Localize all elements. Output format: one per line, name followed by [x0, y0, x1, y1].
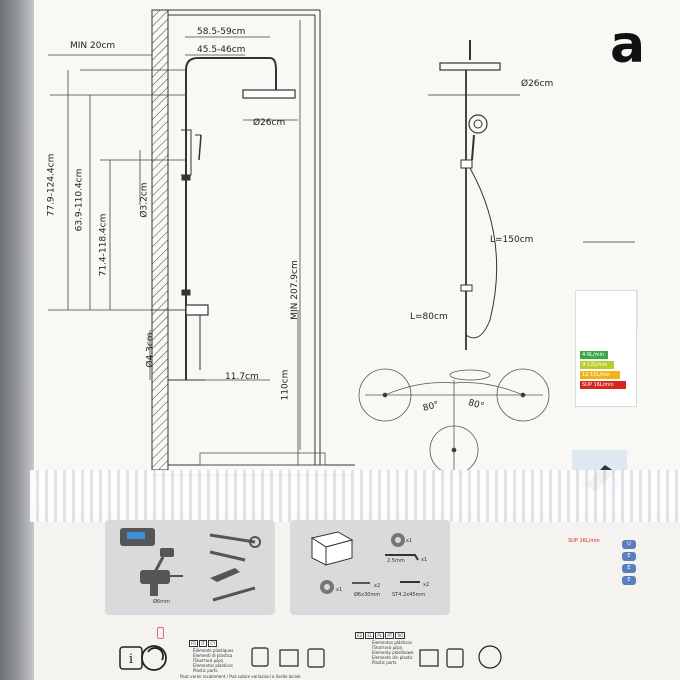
side-tab-3: E: [622, 564, 636, 573]
width1-label: 58.5-59cm: [197, 27, 246, 37]
drill-size-label: Ø6mm: [153, 599, 170, 605]
flow-band-2: 9-12L/min: [580, 361, 614, 369]
left-background: [0, 0, 34, 680]
side-tab-1: U: [622, 540, 636, 549]
parts-panel: x1 2.5mm x1 x1 x2 x2 Ø6x30mm ST4.2x45mm: [290, 520, 450, 615]
plug-size-label: Ø6x30mm: [354, 592, 381, 598]
valve-projection-label: 11.7cm: [225, 372, 259, 382]
anchor-qty: x2: [374, 583, 381, 589]
hex-size-label: 2.5mm: [387, 558, 405, 564]
pliers-icon: [209, 550, 246, 562]
flow-band-4: SUP 16L/min: [580, 381, 626, 389]
svg-text:i: i: [129, 652, 133, 667]
hose-length-label: L=150cm: [490, 235, 534, 245]
washer-qty: x1: [406, 538, 413, 544]
recycling-text-b: Elementos plásticos Πλαστικά μέρη Elemen…: [372, 640, 414, 665]
shower-column-side: [168, 57, 296, 381]
shower-column-front: [428, 40, 520, 350]
hammer-icon: [153, 548, 174, 573]
wall-plug-icon: [320, 580, 334, 594]
tools-panel: Ø6mm: [105, 520, 275, 615]
right-head-diameter-label: Ø26cm: [521, 79, 554, 89]
dimension-lines: [48, 20, 301, 465]
head-diameter-label: Ø26cm: [253, 118, 286, 128]
side-tab-2: E: [622, 552, 636, 561]
toolbox-icon: [120, 528, 155, 546]
side-tabs: U E E E: [622, 540, 636, 588]
bag-icon: [251, 647, 269, 667]
box-recycle-icon: [279, 649, 299, 667]
screw-size-label: ST4.2x45mm: [392, 592, 426, 598]
flow-band-3: 12-15L/min: [580, 371, 620, 379]
wrench-icon: [209, 533, 261, 548]
box-recycle-icon-2: [419, 649, 439, 667]
flow-band-1: 4-9L/min: [580, 351, 608, 359]
width2-label: 45.5-46cm: [197, 45, 246, 55]
recycling-text-a: Éléments plastiques Elementi di plastica…: [193, 648, 234, 673]
technical-drawing-area: [34, 0, 680, 475]
recycling-flags-a: FR IT CY: [189, 640, 218, 647]
drill-icon: [140, 570, 183, 596]
knife-icon: [210, 568, 240, 582]
bar-length-label: L=80cm: [410, 312, 448, 322]
tidyman-icon: [478, 645, 502, 669]
sup-label-lower: SUP 16L/min: [568, 538, 600, 544]
hex-qty: x1: [421, 557, 428, 563]
recycle-icon: [141, 645, 167, 671]
washer-icon: [391, 533, 405, 547]
red-mark: [157, 627, 164, 639]
recycling-note-a: Peut varier localement / Può subire vari…: [180, 674, 301, 679]
package-icon: [310, 531, 354, 566]
brand-logo: a: [610, 15, 646, 75]
plug-qty: x1: [336, 587, 343, 593]
pencil-icon: [212, 586, 256, 602]
side-tab-4: E: [622, 576, 636, 585]
flow-rate-label: 4-9L/min 9-12L/min 12-15L/min SUP 16L/mi…: [575, 290, 637, 407]
bin-icon: [307, 648, 325, 668]
hex-key-icon: [385, 554, 419, 561]
min-wall-label: MIN 20cm: [70, 41, 116, 51]
plastic-wrap: [30, 470, 680, 522]
screw-qty: x2: [423, 582, 430, 588]
recycling-flags-b: ES EL PL PT RO: [355, 632, 406, 639]
bin-icon-2: [446, 648, 464, 668]
info-icon: i: [119, 646, 143, 670]
